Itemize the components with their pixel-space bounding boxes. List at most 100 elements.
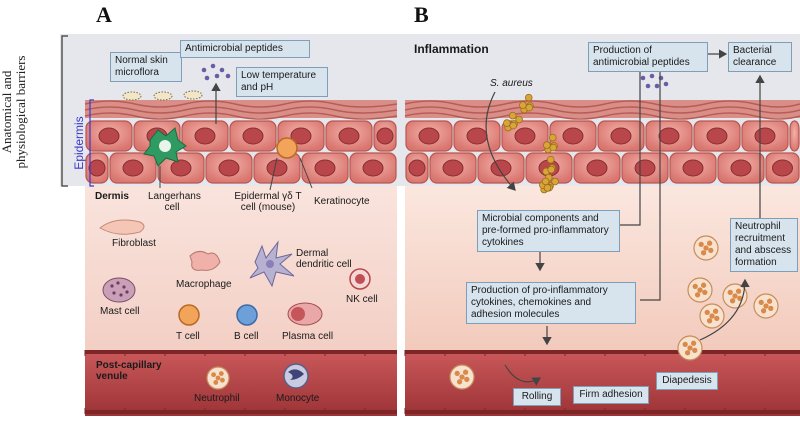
keratinocyte-nucleus bbox=[634, 159, 656, 177]
epidermis-label: Epidermis bbox=[72, 116, 86, 170]
barriers-label: Anatomical and physiological barriers bbox=[0, 47, 28, 177]
keratinocyte-nucleus bbox=[418, 127, 440, 145]
fibroblast-label: Fibroblast bbox=[112, 238, 156, 249]
microbial-components-box: Microbial components and pre-formed pro-… bbox=[477, 210, 620, 252]
keratinocyte-nucleus bbox=[772, 159, 793, 177]
keratinocyte-nucleus bbox=[266, 159, 288, 177]
keratinocyte-cell bbox=[789, 120, 800, 152]
keratinocyte-label: Keratinocyte bbox=[314, 196, 370, 207]
neutrophil-recruitment-box: Neutrophil recruitment and abscess forma… bbox=[730, 218, 798, 272]
nk-cell-label: NK cell bbox=[346, 294, 378, 305]
keratinocyte-nucleus bbox=[514, 127, 536, 145]
dermis-label: Dermis bbox=[95, 191, 129, 202]
nk-cell-art bbox=[349, 268, 371, 290]
keratinocyte-nucleus bbox=[170, 159, 192, 177]
langerhans-label: Langerhans cell bbox=[148, 191, 201, 213]
neutrophil-cell bbox=[693, 235, 719, 261]
monocyte-label: Monocyte bbox=[276, 393, 320, 404]
bacterium bbox=[551, 177, 559, 186]
neutrophil-cell bbox=[699, 303, 725, 329]
peptides-a bbox=[201, 63, 231, 81]
keratinocyte-nucleus bbox=[122, 159, 144, 177]
microflora bbox=[122, 90, 203, 101]
neutrophil-label: Neutrophil bbox=[194, 393, 240, 404]
keratinocyte-nucleus bbox=[754, 127, 776, 145]
endothelial-segments bbox=[84, 350, 766, 414]
stratum-corneum-a bbox=[84, 100, 398, 120]
keratinocyte-nucleus bbox=[88, 159, 106, 177]
bacterium bbox=[548, 133, 557, 142]
bacterium bbox=[543, 141, 551, 149]
barriers-line-1: Anatomical and bbox=[0, 70, 14, 154]
dermal-dc-label: Dermal dendritic cell bbox=[296, 248, 352, 270]
bacterium bbox=[525, 103, 534, 112]
bacterium bbox=[549, 143, 558, 152]
firm-adhesion-box: Firm adhesion bbox=[573, 386, 649, 404]
neutrophil-art-a bbox=[206, 366, 230, 390]
mast-cell-art bbox=[102, 277, 136, 303]
macrophage-label: Macrophage bbox=[176, 279, 232, 290]
production-cytokines-box: Production of pro-inflammatory cytokines… bbox=[466, 282, 636, 324]
keratinocyte-nucleus bbox=[338, 127, 360, 145]
b-cell-art bbox=[236, 304, 258, 326]
panel-letter-b: B bbox=[414, 2, 429, 27]
diapedesis-box: Diapedesis bbox=[656, 372, 718, 390]
keratinocyte-nucleus bbox=[490, 159, 512, 177]
neutrophil-cell bbox=[206, 366, 230, 390]
barriers-line-2: physiological barriers bbox=[13, 55, 28, 169]
neutrophil-cell bbox=[753, 293, 779, 319]
plasma-cell-label: Plasma cell bbox=[282, 331, 334, 342]
t-cell-art bbox=[178, 304, 200, 326]
neutrophil-cell bbox=[677, 335, 703, 361]
keratinocyte-nucleus bbox=[682, 159, 704, 177]
low-temperature-box: Low temperature and pH bbox=[236, 67, 328, 97]
keratinocyte-nucleus bbox=[442, 159, 464, 177]
keratinocyte-nucleus bbox=[218, 159, 240, 177]
keratinocyte-nucleus bbox=[408, 159, 426, 177]
langerhans-cell-art bbox=[143, 127, 187, 167]
inflammation-label: Inflammation bbox=[414, 42, 489, 56]
fibroblast-art bbox=[99, 219, 145, 235]
bacterium bbox=[508, 111, 517, 120]
neutrophil-cell bbox=[687, 277, 713, 303]
dermis-a bbox=[85, 186, 397, 352]
panel-letter-a: A bbox=[96, 2, 112, 27]
bacterium bbox=[524, 93, 533, 102]
barrier-bracket bbox=[61, 35, 68, 187]
bacterium bbox=[546, 155, 555, 164]
plasma-cell-art bbox=[287, 302, 323, 326]
bacterium bbox=[541, 177, 550, 186]
antimicrobial-peptides-box: Antimicrobial peptides bbox=[180, 40, 310, 58]
bacterium bbox=[515, 115, 523, 124]
t-cell-label: T cell bbox=[176, 331, 200, 342]
s-aureus-label: S. aureus bbox=[490, 78, 533, 89]
s-aureus-art bbox=[503, 93, 559, 194]
keratinocyte-nucleus bbox=[706, 127, 728, 145]
keratinocyte-nucleus bbox=[362, 159, 384, 177]
production-amp-box: Production of antimicrobial peptides bbox=[588, 42, 708, 72]
monocyte-art bbox=[283, 363, 309, 389]
keratinocyte-nucleus bbox=[290, 127, 312, 145]
arrows-b bbox=[485, 49, 765, 386]
epidermis-bracket bbox=[89, 99, 94, 187]
bacterium bbox=[547, 165, 556, 174]
keratinocyte-nucleus bbox=[586, 159, 608, 177]
keratinocyte-nucleus bbox=[376, 127, 394, 145]
dendritic-cell-art bbox=[249, 240, 295, 288]
keratinocyte-nucleus bbox=[730, 159, 752, 177]
normal-flora-box: Normal skin microflora bbox=[110, 52, 182, 82]
keratinocyte-nucleus bbox=[562, 127, 584, 145]
keratinocyte-nucleus bbox=[610, 127, 632, 145]
neutrophil-art-b bbox=[449, 235, 779, 390]
keratinocyte-nucleus bbox=[466, 127, 488, 145]
gd-t-cell-art bbox=[276, 137, 298, 159]
bacterial-clearance-box: Bacterial clearance bbox=[728, 42, 792, 72]
neutrophil-cell bbox=[449, 364, 475, 390]
venule-b bbox=[405, 350, 800, 416]
keratinocyte-nucleus bbox=[194, 127, 216, 145]
venule-a bbox=[85, 350, 397, 416]
b-cell-label: B cell bbox=[234, 331, 259, 342]
stratum-corneum-b bbox=[404, 100, 800, 120]
bacterium bbox=[503, 119, 511, 127]
macrophage-art bbox=[189, 250, 221, 271]
